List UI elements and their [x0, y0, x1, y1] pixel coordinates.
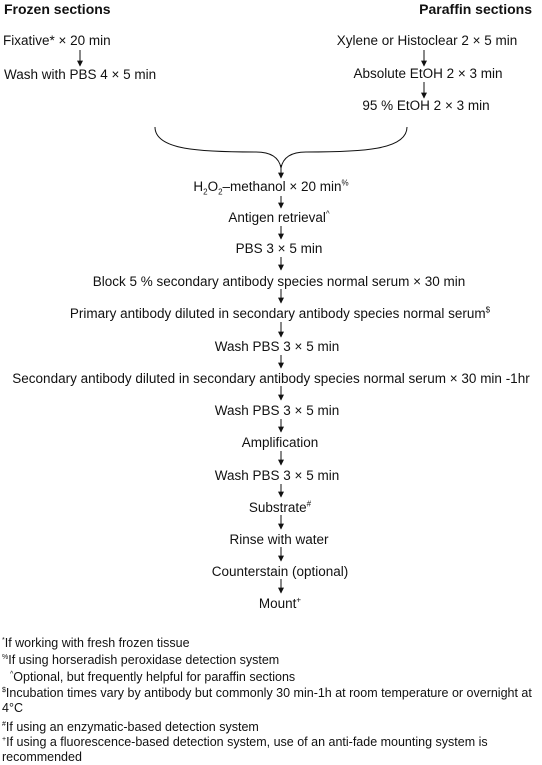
- footnote-hrp: %If using horseradish peroxidase detecti…: [2, 653, 280, 667]
- step-h2o2-methanol: H2O2–methanol × 20 min%: [193, 178, 349, 197]
- merge-brace: [154, 126, 408, 169]
- footnote-incubation: $Incubation times vary by antibody but c…: [2, 686, 532, 715]
- step-primary-antibody: Primary antibody diluted in secondary an…: [69, 305, 491, 321]
- step-counterstain: Counterstain (optional): [211, 564, 349, 579]
- footnote-mark: *: [49, 33, 55, 48]
- step-wash-3: Wash PBS 3 × 5 min: [214, 468, 340, 483]
- footnote-fresh-frozen: *If working with fresh frozen tissue: [2, 636, 190, 650]
- step-secondary-antibody: Secondary antibody diluted in secondary …: [12, 371, 530, 386]
- step-block: Block 5 % secondary antibody species nor…: [92, 274, 466, 289]
- step-wash-1: Wash PBS 3 × 5 min: [214, 339, 340, 354]
- step-mount: Mount+: [258, 595, 302, 611]
- step-pbs: PBS 3 × 5 min: [235, 241, 323, 256]
- step-95-ethanol: 95 % EtOH 2 × 3 min: [362, 98, 490, 113]
- footnote-optional: ^Optional, but frequently helpful for pa…: [10, 670, 296, 684]
- footnote-mark: ^: [325, 209, 330, 219]
- footnote-mark: $: [485, 305, 491, 315]
- step-substrate: Substrate#: [248, 499, 312, 515]
- step-amplification: Amplification: [241, 435, 319, 450]
- frozen-sections-header: Frozen sections: [4, 1, 111, 17]
- step-antigen-retrieval: Antigen retrieval^: [228, 209, 330, 225]
- step-xylene: Xylene or Histoclear 2 × 5 min: [336, 33, 518, 48]
- step-frozen-wash: Wash with PBS 4 × 5 min: [4, 67, 157, 82]
- step-absolute-ethanol: Absolute EtOH 2 × 3 min: [353, 66, 503, 81]
- step-fixative: Fixative* × 20 min: [3, 33, 111, 48]
- footnote-enzymatic: #If using an enzymatic-based detection s…: [2, 720, 259, 734]
- footnote-mark: +: [296, 595, 302, 605]
- footnote-fluorescence: +If using a fluorescence-based detection…: [2, 735, 488, 764]
- step-rinse: Rinse with water: [229, 532, 329, 547]
- step-wash-2: Wash PBS 3 × 5 min: [214, 403, 340, 418]
- footnote-mark: #: [306, 499, 312, 509]
- footnote-mark: %: [341, 178, 349, 188]
